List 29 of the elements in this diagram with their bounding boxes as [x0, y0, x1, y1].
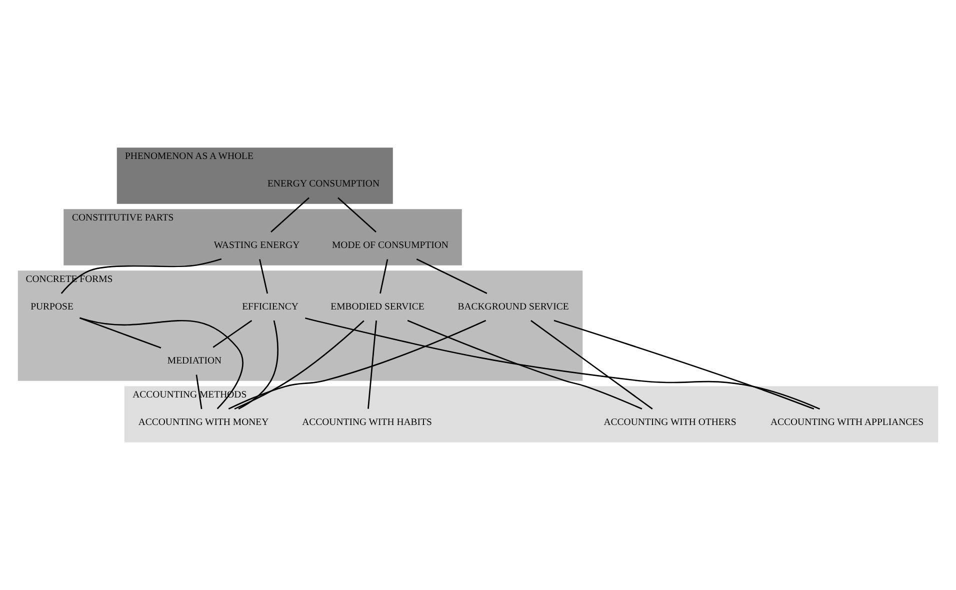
connector [380, 259, 388, 294]
connector [212, 320, 252, 348]
connector [60, 258, 222, 294]
node-text: ACCOUNTING WITH APPLIANCES [770, 417, 924, 428]
connector [80, 317, 162, 349]
connector [407, 320, 642, 410]
connector [416, 258, 488, 294]
node-text: ACCOUNTING WITH OTHERS [604, 417, 736, 428]
node-text: BACKGROUND SERVICE [458, 302, 569, 313]
connector [238, 320, 278, 410]
node-text: ACCOUNTING WITH HABITS [302, 417, 432, 428]
node-text: EMBODIED SERVICE [330, 302, 424, 313]
connector [259, 259, 268, 294]
connector [368, 320, 377, 409]
node-text: MODE OF CONSUMPTION [332, 240, 448, 252]
node-text: ENERGY CONSUMPTION [267, 178, 380, 190]
node-text: MEDIATION [167, 356, 222, 367]
node-text: PURPOSE [30, 302, 74, 313]
connector [80, 317, 244, 410]
connector [530, 320, 653, 410]
connector [234, 320, 364, 410]
node-text: EFFICIENCY [242, 302, 298, 313]
connector [554, 320, 814, 410]
node-text: ACCOUNTING WITH MONEY [138, 417, 269, 428]
connector [305, 318, 820, 410]
connector [270, 197, 310, 232]
connector [338, 197, 376, 232]
node-text: WASTING ENERGY [214, 240, 300, 252]
connector [228, 320, 486, 410]
